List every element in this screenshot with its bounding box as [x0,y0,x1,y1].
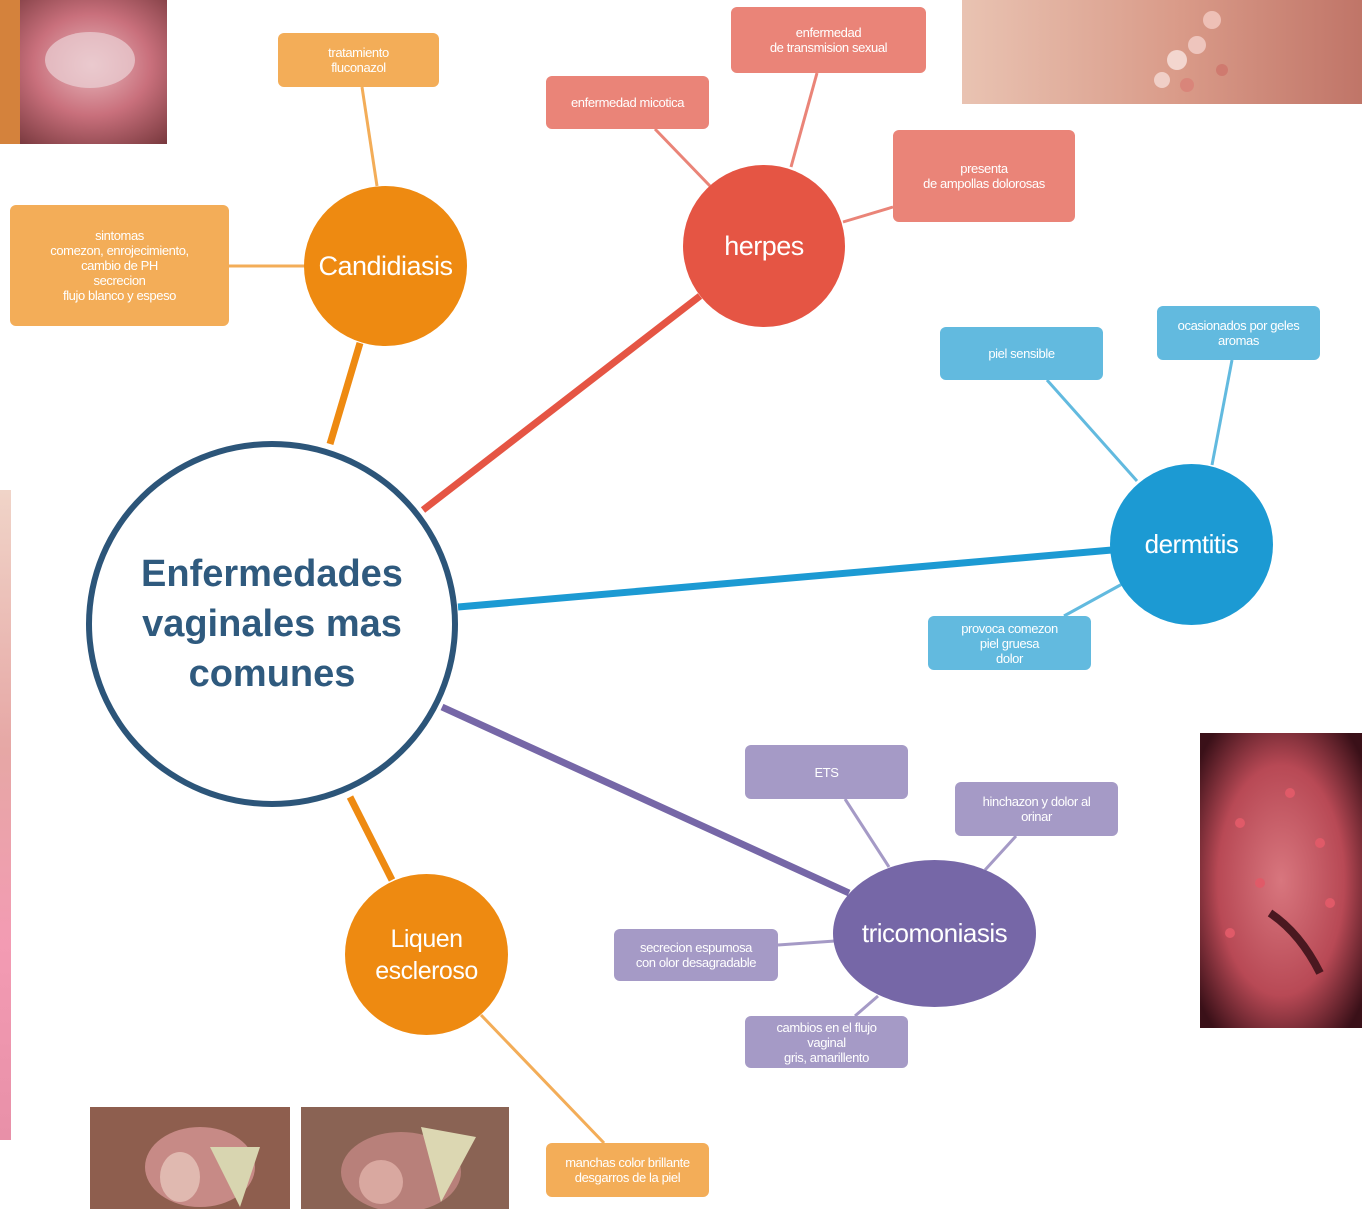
link-center-candidiasis [330,343,360,444]
note-liquen-manchas: manchas color brillante desgarros de la … [546,1143,709,1197]
note-tricomoniasis-ets: ETS [745,745,908,799]
edge-photo-left [0,490,11,1140]
liquen-photo-right [301,1107,509,1209]
link-tricomoniasis-cambios [855,996,878,1016]
note-dermatitis-geles: ocasionados por geles aromas [1157,306,1320,360]
note-tricomoniasis-hinchazon: hinchazon y dolor al orinar [955,782,1118,836]
herpes-photo [962,0,1362,104]
link-tricomoniasis-hinchazon [985,836,1016,870]
topic-liquen-label: Liquen escleroso [375,923,478,987]
link-candidiasis-tratamiento [362,87,377,186]
link-herpes-ampollas [843,207,893,222]
link-dermatitis-provoca [1064,583,1124,616]
note-candidiasis-sintomas: sintomas comezon, enrojecimiento, cambio… [10,205,229,326]
topic-candidiasis-label: Candidiasis [318,251,452,282]
candidiasis-photo [0,0,167,144]
tricomoniasis-photo [1200,733,1362,1028]
link-center-dermatitis [458,550,1112,607]
topic-dermatitis-label: dermtitis [1145,529,1239,560]
central-topic: Enfermedades vaginales mas comunes [86,441,458,807]
link-tricomoniasis-ets [845,799,889,867]
topic-tricomoniasis: tricomoniasis [833,860,1036,1007]
topic-dermatitis: dermtitis [1110,464,1273,625]
topic-tricomoniasis-label: tricomoniasis [862,918,1007,949]
note-herpes-ampollas: presenta de ampollas dolorosas [893,130,1075,222]
link-dermatitis-geles [1212,360,1232,465]
link-herpes-ets [791,73,817,167]
topic-herpes-label: herpes [724,231,804,262]
central-topic-label: Enfermedades vaginales mas comunes [132,549,412,699]
topic-liquen-escleroso: Liquen escleroso [345,874,508,1035]
link-herpes-micotica [655,129,710,186]
link-center-tricomoniasis [442,707,849,893]
note-herpes-ets: enfermedad de transmision sexual [731,7,926,73]
note-dermatitis-provoca: provoca comezon piel gruesa dolor [928,616,1091,670]
note-tricomoniasis-secrecion: secrecion espumosa con olor desagradable [614,929,778,981]
link-dermatitis-piel [1047,380,1137,481]
topic-candidiasis: Candidiasis [304,186,467,346]
topic-herpes: herpes [683,165,845,327]
note-dermatitis-piel: piel sensible [940,327,1103,380]
note-candidiasis-tratamiento: tratamiento fluconazol [278,33,439,87]
note-herpes-micotica: enfermedad micotica [546,76,709,129]
note-tricomoniasis-cambios: cambios en el flujo vaginal gris, amaril… [745,1016,908,1068]
link-tricomoniasis-secrecion [778,941,835,945]
link-center-herpes [423,296,700,510]
link-center-liquen [350,797,392,880]
liquen-photo-left [90,1107,290,1209]
